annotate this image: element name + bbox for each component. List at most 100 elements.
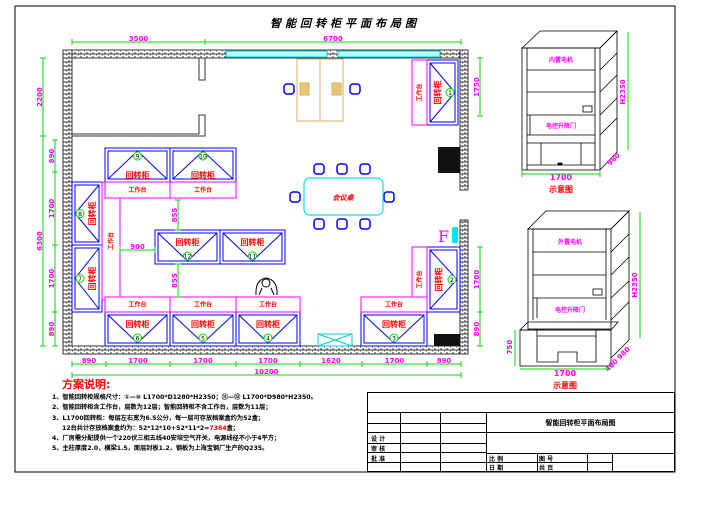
dimension-label: 890 — [48, 322, 56, 337]
cabinet-diagonal — [74, 184, 100, 243]
dimension-label: 900 — [130, 243, 145, 251]
approve-label: 批 准 — [371, 456, 386, 463]
cabinet-label: 回转柜 — [241, 237, 265, 247]
cabinet-label: 回转柜 — [126, 170, 150, 180]
height-dim: H2350 — [619, 79, 627, 104]
cabinet-number-circle — [248, 251, 257, 261]
cabinet-number: 1 — [448, 90, 452, 97]
cabinet-number: 6 — [136, 335, 140, 342]
dimension-line — [119, 247, 156, 253]
drawing-no-label: 图 号 — [539, 456, 554, 463]
dimension-line — [175, 263, 181, 298]
depth-dim: 980 — [606, 151, 622, 167]
pages-label: 共 页 — [539, 465, 554, 472]
cabinet-2: 2 回转柜 — [426, 246, 461, 313]
cabinet-5: 5 回转柜 — [169, 311, 237, 347]
dimension-label: 1700 — [258, 357, 278, 365]
dimension-label: 890 — [437, 357, 452, 365]
cabinet-1: 1 回转柜 — [426, 59, 459, 126]
notes: 方案说明: 1、智能回转柜规格尺寸：①—⑩ L1700*D1280*H2350；… — [52, 378, 372, 455]
door-label: 电控升降门 — [546, 122, 576, 130]
cabinet-number-circle — [133, 151, 142, 161]
chair-icon — [336, 218, 348, 230]
design-label: 设 计 — [371, 436, 386, 443]
cabinet-diagonal — [157, 232, 218, 262]
note-item: 12台共计存放档案盒约为：52*12*10+52*11*2=7384盒； — [52, 424, 372, 434]
cabinet-diagonal — [222, 232, 283, 262]
cabinet-label: 回转柜 — [191, 170, 215, 180]
equipment-block — [438, 147, 460, 173]
cabinet-number-circle — [75, 209, 85, 218]
width-dim: 1700 — [554, 369, 577, 378]
elevation-built-in-motor — [520, 30, 618, 171]
cabinet-diagonal — [107, 314, 168, 344]
dimension-label: 6300 — [36, 231, 44, 251]
cabinet-label: 回转柜 — [434, 268, 444, 292]
office-desks — [296, 58, 344, 122]
sheet-border — [14, 5, 676, 473]
dimension-label: 1750 — [473, 77, 481, 97]
note-text: 盒； — [226, 424, 239, 432]
cabinet-number-circle — [263, 333, 273, 343]
cabinet-number: 7 — [78, 276, 82, 283]
cabinet-diagonal — [363, 314, 425, 344]
cabinet-frame — [154, 229, 221, 265]
cabinet-label: 回转柜 — [87, 267, 97, 291]
chair-icon — [313, 218, 325, 230]
cabinet-label: 回转柜 — [87, 202, 97, 226]
note-text: 12台共计存放档案盒约为：52*12*10+52*11*2= — [62, 424, 210, 432]
scale-label: 比 例 — [489, 456, 504, 463]
cabinet-number: 9 — [136, 153, 140, 160]
dimension-line — [477, 311, 483, 347]
cabinet-number-circle — [445, 88, 455, 97]
workbench — [411, 59, 428, 126]
walls — [62, 49, 469, 355]
dimension-line — [71, 372, 462, 378]
note-item: 5、主柱厚度2.0，横梁1.5，面层封板1.2，钢板为上海宝钢厂生产的Q235。 — [52, 445, 269, 453]
chair-icon — [359, 163, 371, 175]
workbench — [235, 296, 301, 313]
total-boxes: 7384 — [209, 424, 227, 432]
cabinet-7: 7 回转柜 — [71, 244, 103, 313]
dimension-label: 890 — [473, 322, 481, 337]
dimension-label: 890 — [48, 149, 56, 164]
workbench-label: 工作台 — [259, 301, 277, 309]
cabinet-number: 12 — [184, 253, 192, 260]
workbench — [169, 181, 237, 199]
cabinet-number: 5 — [201, 335, 205, 342]
elevation-caption: 示意图 — [548, 184, 573, 194]
motor-label: 外置电机 — [557, 238, 582, 246]
chair-icon — [289, 191, 301, 203]
workbench-label: 工作台 — [107, 232, 115, 250]
dimension-line — [204, 39, 462, 45]
cabinet-diagonal — [238, 314, 298, 344]
dimension-line — [426, 361, 462, 367]
dimension-line — [175, 199, 181, 231]
cabinet-label: 回转柜 — [191, 319, 215, 329]
chair-icon — [336, 163, 348, 175]
cabinet-label: 回转柜 — [126, 319, 150, 329]
dimension-label: 6700 — [323, 35, 343, 43]
cabinet-diagonal — [74, 247, 100, 310]
cabinet-number-circle — [198, 333, 208, 343]
chairs — [283, 83, 395, 230]
desk-height-dim: 750 — [506, 340, 514, 355]
dimension-label: 1700 — [128, 357, 148, 365]
cabinet-number: 2 — [450, 277, 454, 284]
dimension-label: 1700 — [193, 357, 213, 365]
elevation-caption: 示意图 — [552, 380, 577, 390]
cabinet-label: 回转柜 — [433, 81, 443, 105]
elevation-external-motor — [519, 210, 630, 367]
workbenches: 工作台工作台工作台工作台工作台工作台工作台工作台工作台 — [101, 59, 428, 313]
dimension-label: 3500 — [129, 35, 149, 43]
chair-icon — [359, 218, 371, 230]
